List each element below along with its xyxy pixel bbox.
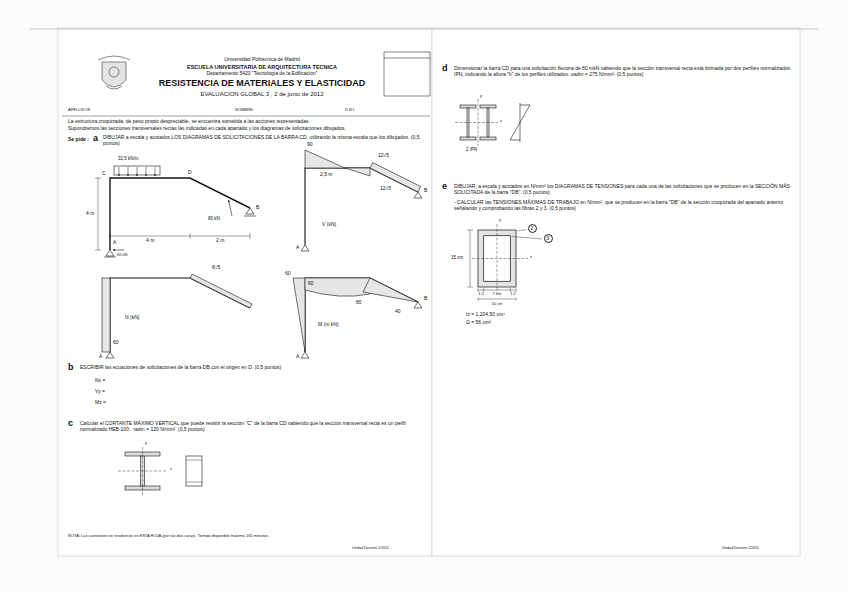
- axis-label: z: [170, 467, 172, 472]
- footer: Unidad Docente 1/2012: [352, 546, 389, 550]
- section-property: Ω = 56 cm²: [466, 320, 491, 326]
- shear-diagram: [301, 150, 422, 251]
- diagram-title: M (m kN): [318, 322, 339, 328]
- grade-box: [384, 52, 430, 96]
- question-letter: a: [93, 133, 98, 143]
- diagram-value: 40: [395, 309, 401, 315]
- axis-label: z: [500, 119, 502, 124]
- question-letter: d: [442, 63, 448, 73]
- point-label: C: [102, 171, 106, 177]
- moment-diagram: [293, 278, 422, 358]
- diagram-value: 60: [113, 340, 119, 346]
- field-label: APELLIDOS: [68, 108, 90, 113]
- prompt: Se pide :: [68, 137, 89, 143]
- diagram-value: 60: [308, 281, 314, 287]
- dimension: 1,5: [510, 292, 516, 297]
- load-value: 60 kN: [117, 253, 127, 258]
- section-label: 2 IPN: [466, 147, 477, 152]
- axis-label: y: [499, 218, 501, 223]
- diagram-title: N (kN): [125, 315, 139, 321]
- question-text: Dimensionar la barra CD para una solicit…: [454, 66, 790, 78]
- question-text: DIBUJAR a escala y acotados LOS DIAGRAMA…: [103, 135, 428, 147]
- point-label: A: [296, 245, 299, 251]
- dimension: 2 m: [216, 238, 224, 244]
- right-page: [432, 28, 800, 556]
- callout-number: 2: [531, 226, 534, 231]
- question-letter: b: [68, 362, 74, 372]
- field-label: NOMBRE:: [235, 108, 254, 113]
- exam-date: EVALUACION GLOBAL 3 , 2 de junio de 2012: [200, 91, 323, 98]
- diagram-value: 90: [307, 142, 313, 148]
- equation-field: Vy =: [95, 389, 105, 395]
- axis-label: y: [480, 94, 482, 99]
- point-label: A: [296, 354, 299, 360]
- question-letter: e: [442, 181, 447, 191]
- point-label: D: [188, 170, 192, 176]
- dimension: 7 cm: [493, 292, 502, 297]
- diagram-value: 12√5: [380, 186, 391, 192]
- section-property: Iz = 1.204,50 cm⁴: [466, 312, 505, 318]
- note: NOTA: Las cuestiones se resolverán en ES…: [68, 534, 388, 539]
- point-label: B: [424, 296, 427, 302]
- field-label: D.N.I.: [345, 108, 355, 113]
- fiber-callout: 2: [528, 224, 537, 233]
- header-rule: [62, 116, 430, 117]
- left-page: [58, 28, 432, 556]
- equation-field: Nx =: [95, 378, 105, 384]
- equation-field: Mz =: [95, 400, 106, 406]
- institution: Universidad Politécnica de Madrid: [224, 57, 300, 63]
- callout-number: 3: [547, 236, 550, 241]
- diagram-value: 8√5: [212, 265, 220, 271]
- question-text: - CALCULAR las TENSIONES MÁXIMAS DE TRAB…: [454, 200, 790, 212]
- course-title: RESISTENCIA DE MATERIALES Y ELASTICIDAD: [159, 78, 366, 88]
- hollow-section: [467, 224, 542, 301]
- point-label: B: [424, 188, 427, 194]
- question-text: Calcular el CORTANTE MÁXIMO VERTICAL que…: [80, 421, 425, 433]
- dimension: 10 cm: [492, 302, 503, 307]
- department: Departamento 5420 "Tecnología de la Edif…: [206, 71, 317, 77]
- axial-diagram: [102, 274, 252, 358]
- university-crest: [98, 56, 130, 89]
- diagram-title: V (kN): [322, 222, 336, 228]
- school-name: ESCUELA UNIVERSITARIA DE ARQUITECTURA TE…: [187, 64, 337, 70]
- fiber-callout: 3: [544, 234, 553, 243]
- load-value: 80 kN: [208, 216, 220, 221]
- dimension: 4 m: [86, 211, 94, 217]
- dimension: 4 m: [146, 238, 154, 244]
- heb-section: [118, 447, 202, 496]
- load-value: 32,5 kN/m: [118, 156, 139, 161]
- diagram-value: 12√5: [378, 153, 389, 159]
- dimension: 15 cm: [451, 255, 463, 260]
- point-label: B: [256, 205, 259, 211]
- point-label: A: [99, 354, 102, 360]
- diagram-value: 80: [356, 300, 362, 306]
- diagram-value: 60: [285, 271, 291, 277]
- statement: La estructura croquizada, de peso propio…: [68, 119, 428, 125]
- ipn-pair-section: [455, 99, 530, 146]
- dimension: 1,5: [478, 292, 484, 297]
- axis-label: z: [530, 255, 532, 260]
- scan-edge: [30, 29, 818, 30]
- axis-label: y: [145, 441, 147, 446]
- footer: Unidad Docente 1/2012: [722, 546, 759, 550]
- point-label: A: [113, 240, 116, 246]
- question-letter: c: [68, 418, 73, 428]
- question-text: DIBUJAR, a escala y acotados en N/mm² lo…: [454, 184, 790, 196]
- dimension: 2,5 m: [320, 172, 333, 178]
- statement: Supondremos las secciones transversales …: [68, 126, 428, 132]
- question-text: ESCRIBIR las ecuaciones de solicitacione…: [80, 365, 425, 371]
- structure-sketch: [95, 166, 256, 257]
